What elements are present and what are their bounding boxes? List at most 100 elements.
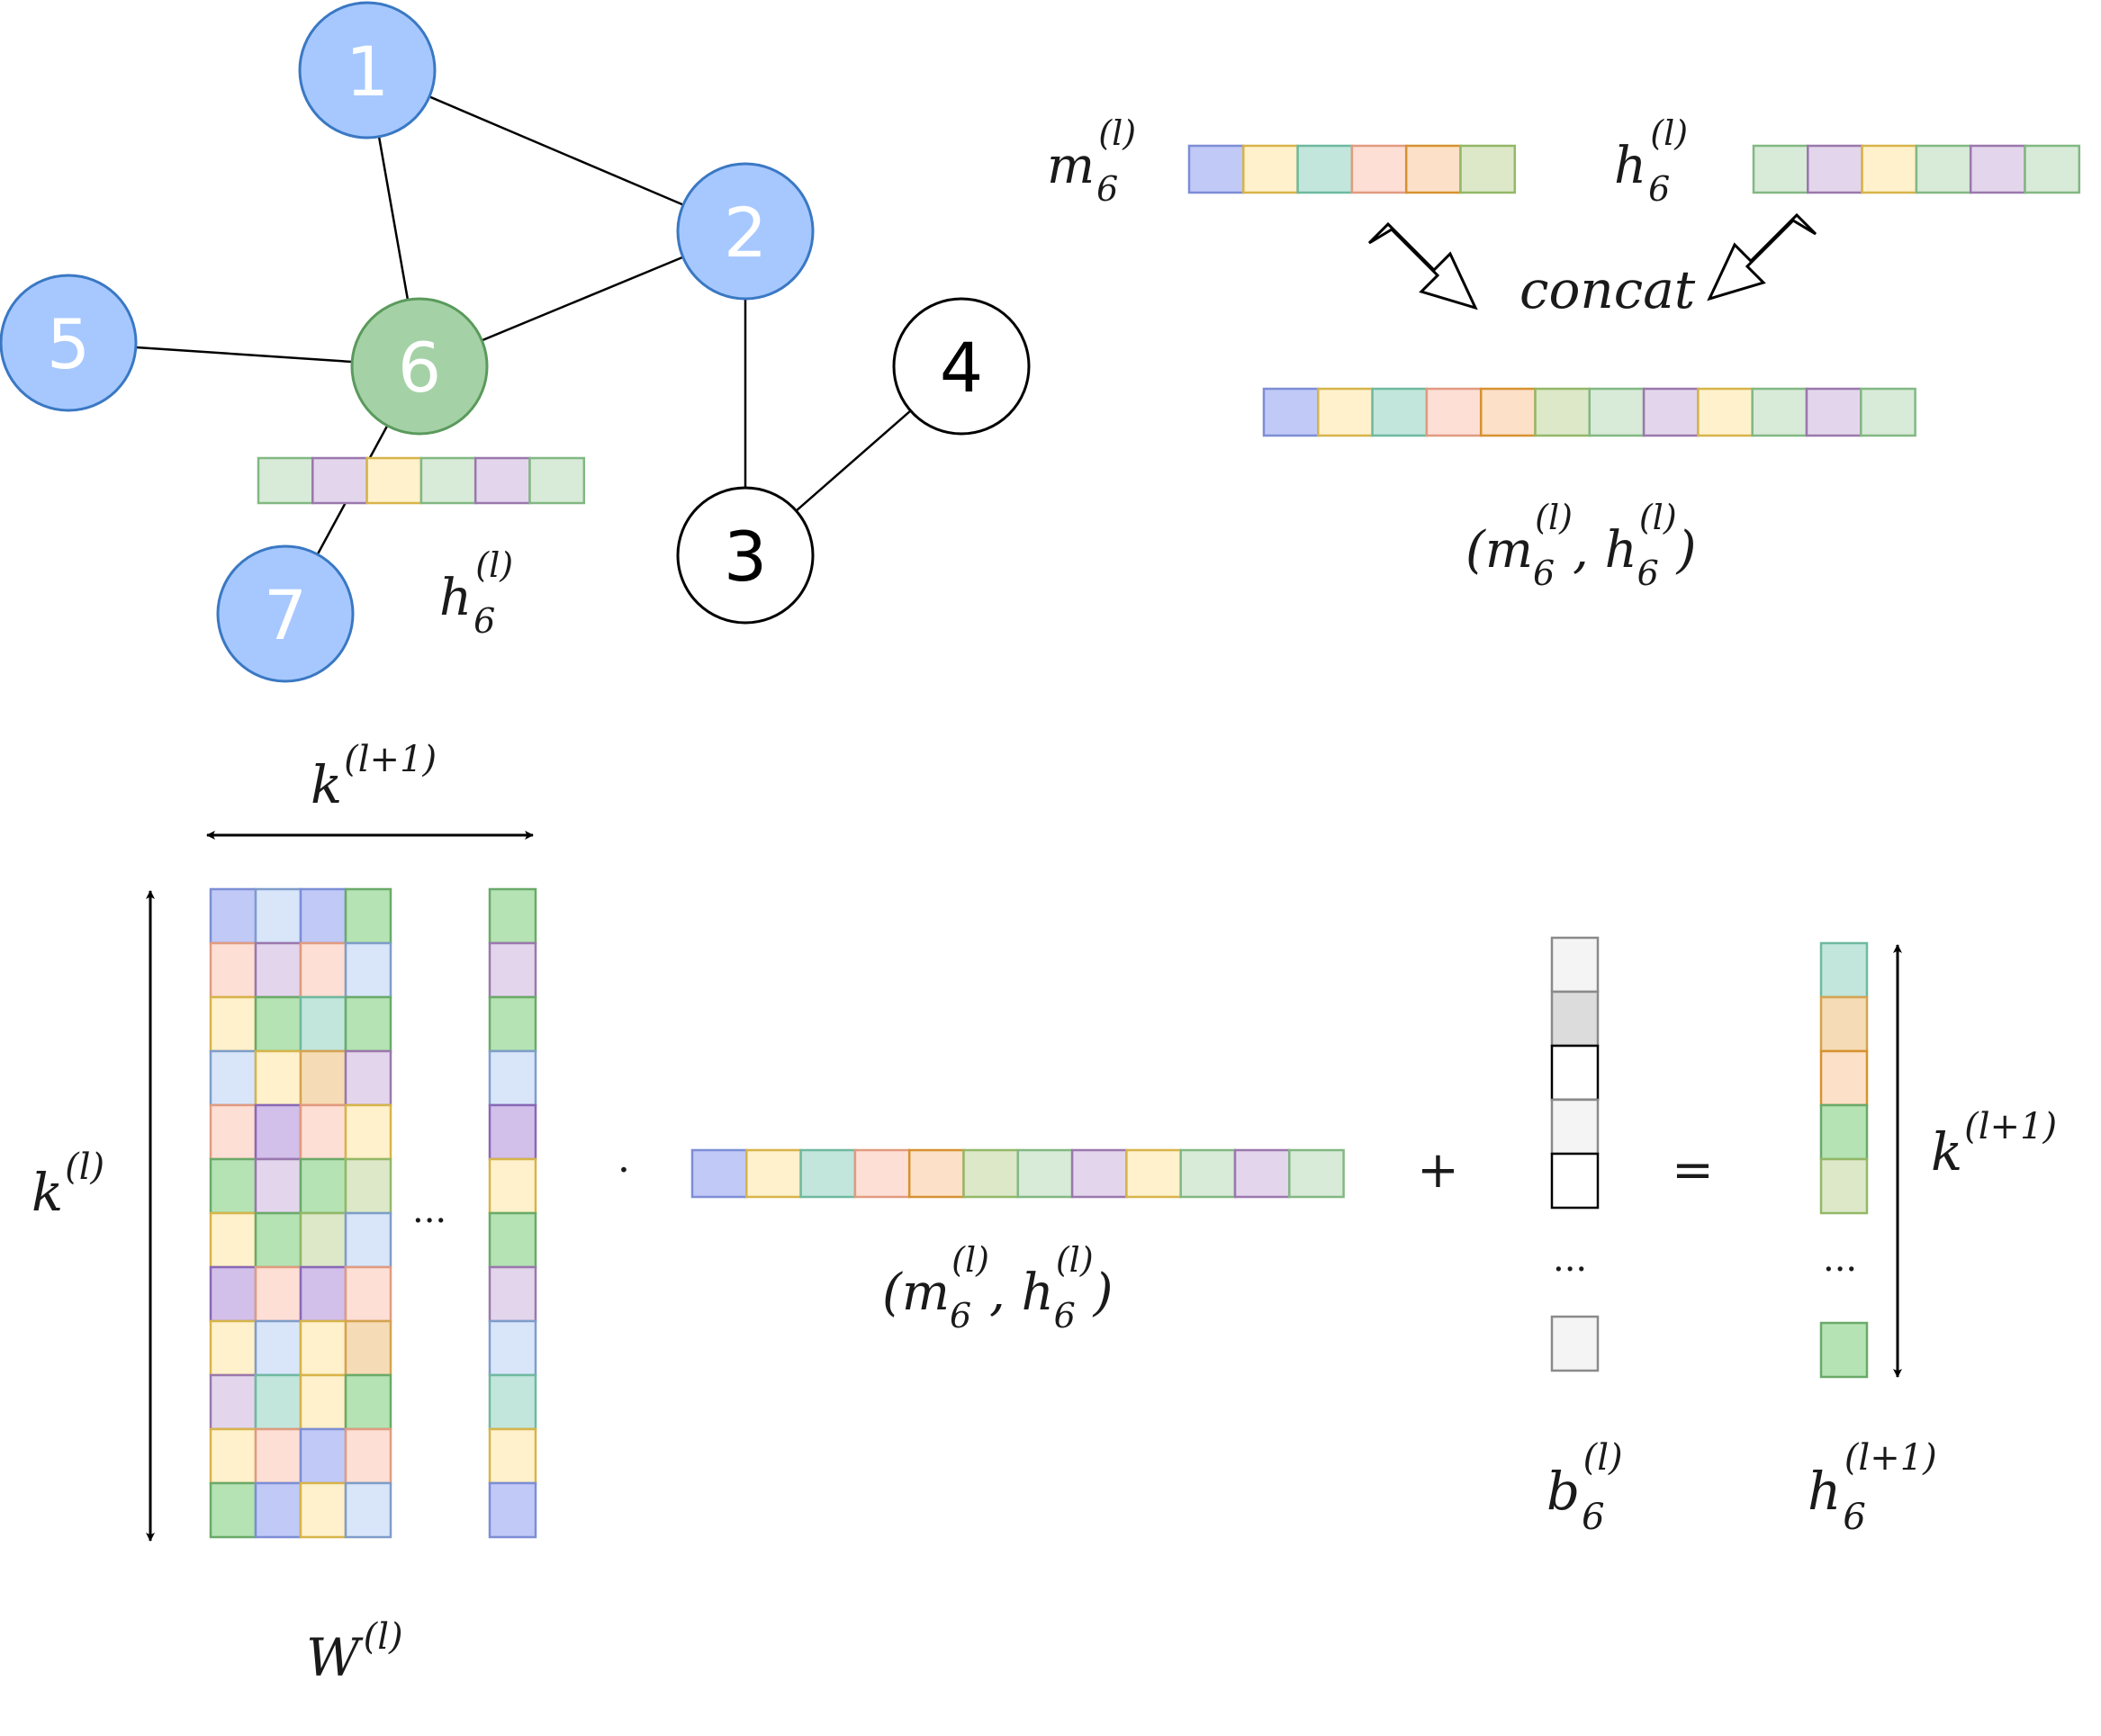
graph-node-2: 2	[676, 162, 815, 301]
graph-node-2-circle	[676, 162, 815, 301]
graph-node-3: 3	[676, 486, 815, 625]
node6-vector-cell	[528, 456, 586, 505]
matrix-cell	[254, 1103, 302, 1161]
concat-vector-cell	[1697, 387, 1754, 437]
node6-vector-cell	[473, 456, 531, 505]
matrix-cell	[344, 941, 392, 999]
h6-vector-cell	[2024, 144, 2081, 194]
bias-vector-cell	[1550, 1152, 1600, 1210]
matrix-cell	[299, 1049, 347, 1107]
matrix-cell	[209, 1211, 257, 1269]
matrix-last-column-cell	[488, 995, 537, 1053]
input-vector-label: (m6(l), h6(l))	[882, 1240, 1114, 1336]
bias-vector	[1550, 936, 1600, 1210]
h6-vector-cell	[1969, 144, 2026, 194]
concat-vector-cell	[1479, 387, 1537, 437]
m6-vector-cell	[1242, 144, 1299, 194]
matrix-cell	[299, 1373, 347, 1431]
matrix-cell	[254, 887, 302, 945]
matrix-last-column-cell	[488, 1319, 537, 1377]
output-vector-cell	[1819, 1157, 1869, 1215]
matrix-cell	[299, 1427, 347, 1485]
h6-vector	[1752, 144, 2081, 194]
plus-operator: +	[1417, 1141, 1459, 1200]
input-vector-cell	[690, 1148, 748, 1199]
graph-node-4-label: 4	[940, 328, 983, 408]
input-vector-cell	[1179, 1148, 1237, 1199]
matrix-cell	[299, 1211, 347, 1269]
matrix-last-column-cell	[488, 1373, 537, 1431]
matrix-last-column-cell	[488, 941, 537, 999]
concat-vector-cell	[1371, 387, 1429, 437]
bias-vector-cell	[1550, 936, 1600, 994]
matrix-cell	[299, 887, 347, 945]
width-label: k(l+1)	[311, 739, 437, 815]
matrix-last-column-cell	[488, 1481, 537, 1539]
graph-node-3-label: 3	[724, 517, 767, 597]
matrix-cell	[344, 887, 392, 945]
concat-text: concat	[1519, 259, 1696, 320]
graph-node-6: 6	[350, 297, 489, 436]
h6-vector-cell	[1861, 144, 1918, 194]
matrix-last-column-cell	[488, 1049, 537, 1107]
input-vector-cell	[1233, 1148, 1291, 1199]
output-vector-cell	[1819, 995, 1869, 1053]
weight-matrix	[209, 887, 392, 1539]
output-vector-cell	[1819, 1321, 1869, 1379]
input-vector-cell	[853, 1148, 911, 1199]
input-vector-cell	[1125, 1148, 1182, 1199]
matrix-cell	[344, 1373, 392, 1431]
m6-vector-cell	[1459, 144, 1517, 194]
weight-matrix-last-column	[488, 887, 537, 1539]
concat-vector-cell	[1317, 387, 1374, 437]
m6-label: m6(l)	[1047, 113, 1136, 209]
graph-node-1-circle	[298, 1, 437, 139]
graph-node-5-label: 5	[47, 304, 90, 384]
matrix-cell	[299, 1319, 347, 1377]
graph-node-5-circle	[0, 274, 138, 412]
matrix-cell	[209, 1265, 257, 1323]
weight-matrix-label: W(l)	[306, 1616, 403, 1688]
matrix-cell	[299, 941, 347, 999]
matrix-cell	[344, 1481, 392, 1539]
concatenated-vector	[1262, 387, 1916, 437]
matrix-cell	[344, 995, 392, 1053]
matrix-cell	[209, 887, 257, 945]
matrix-cell	[254, 1481, 302, 1539]
matrix-cell	[344, 1211, 392, 1269]
input-vector-cell	[745, 1148, 802, 1199]
graph-node-1-label: 1	[346, 31, 389, 112]
matrix-last-column-cell	[488, 1157, 537, 1215]
matrix-cell	[209, 1103, 257, 1161]
matrix-cell	[299, 1265, 347, 1323]
matrix-cell	[344, 1319, 392, 1377]
concat-vector-cell	[1425, 387, 1483, 437]
m6-vector-cell	[1187, 144, 1245, 194]
bias-vector-cell	[1550, 1098, 1600, 1156]
h6-vector-cell	[1915, 144, 1972, 194]
matrix-cell	[209, 1319, 257, 1377]
output-vector-cell	[1819, 941, 1869, 999]
m6-vector-cell	[1350, 144, 1408, 194]
m6-vector	[1187, 144, 1517, 194]
graph-node-6-circle	[350, 297, 489, 436]
input-vector-cell	[1070, 1148, 1128, 1199]
output-vector	[1819, 941, 1869, 1215]
input-vector-cell	[907, 1148, 965, 1199]
concat-vector-cell	[1262, 387, 1320, 437]
matrix-cell	[299, 1157, 347, 1215]
output-vector-last-cell	[1819, 1321, 1869, 1379]
concat-vector-cell	[1588, 387, 1646, 437]
concat-pair-label: (m6(l), h6(l))	[1465, 498, 1697, 593]
matrix-cell	[254, 1157, 302, 1215]
node6-feature-vector	[257, 456, 586, 505]
matrix-last-column-cell	[488, 1427, 537, 1485]
matrix-cell	[209, 1157, 257, 1215]
matrix-cell	[254, 1427, 302, 1485]
concat-vector-cell	[1805, 387, 1862, 437]
matrix-ellipsis: ...	[412, 1190, 446, 1231]
node6-vector-cell	[419, 456, 477, 505]
graph-node-4: 4	[892, 297, 1031, 436]
